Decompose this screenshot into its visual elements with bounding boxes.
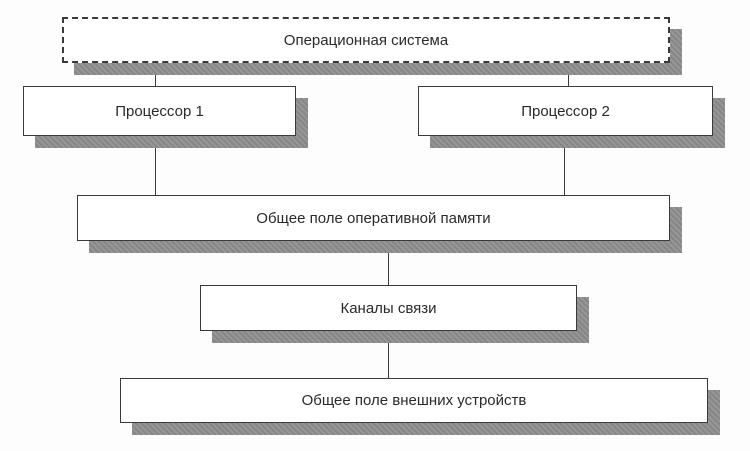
cpu2-node: Процессор 2 xyxy=(418,86,713,136)
memory-node-label: Общее поле оперативной памяти xyxy=(256,209,491,227)
connector-cpu1-memory xyxy=(155,136,156,195)
channels-node-label: Каналы связи xyxy=(340,299,437,317)
cpu2-node-label: Процессор 2 xyxy=(521,102,610,120)
memory-node: Общее поле оперативной памяти xyxy=(77,195,670,241)
connector-channels-devices xyxy=(388,331,389,378)
devices-node-label: Общее поле внешних устройств xyxy=(301,392,527,409)
devices-node: Общее поле внешних устройств xyxy=(120,378,708,423)
connector-memory-channels xyxy=(388,241,389,285)
connector-cpu2-memory xyxy=(564,136,565,195)
channels-node: Каналы связи xyxy=(200,285,577,331)
cpu1-node-label: Процессор 1 xyxy=(115,102,204,120)
os-node-label: Операционная система xyxy=(283,31,449,49)
cpu1-node: Процессор 1 xyxy=(23,86,296,136)
os-node: Операционная система xyxy=(62,17,670,63)
